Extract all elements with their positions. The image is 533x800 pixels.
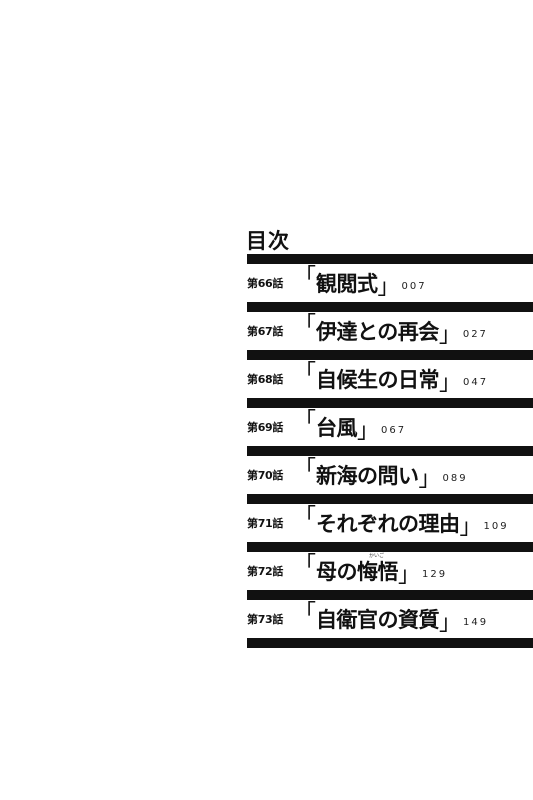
toc-entry[interactable]: 第68話 「 自候生の日常 」 047 (247, 360, 533, 398)
page-number: 007 (401, 280, 427, 292)
open-bracket: 「 (294, 361, 317, 386)
toc-entry[interactable]: 第67話 「 伊達との再会 」 027 (247, 312, 533, 350)
close-bracket: 」 (439, 611, 462, 636)
close-bracket: 」 (357, 419, 380, 444)
close-bracket: 」 (398, 563, 421, 588)
episode-number: 第69話 (247, 421, 284, 434)
open-bracket: 「 (294, 553, 317, 578)
furigana: かいご (369, 553, 385, 559)
episode-title: 伊達との再会 (316, 320, 439, 344)
episode-number: 第67話 (247, 325, 284, 338)
page-number: 089 (442, 472, 468, 484)
close-bracket: 」 (377, 275, 400, 300)
episode-title: 観閲式 (316, 272, 378, 296)
open-bracket: 「 (294, 457, 317, 482)
toc-entry[interactable]: 第71話 「 それぞれの理由 」 109 (247, 504, 533, 542)
toc-entry[interactable]: 第66話 「 観閲式 」 007 (247, 264, 533, 302)
close-bracket: 」 (459, 515, 482, 540)
episode-number: 第70話 (247, 469, 284, 482)
toc-entry[interactable]: 第70話 「 新海の問い 」 089 (247, 456, 533, 494)
divider-bar (247, 638, 533, 648)
toc-entry[interactable]: 第73話 「 自衛官の資質 」 149 (247, 600, 533, 638)
toc-entry[interactable]: 第72話 「 母の悔悟 」 129 かいご (247, 552, 533, 590)
divider-bar (247, 254, 533, 264)
open-bracket: 「 (294, 505, 317, 530)
table-of-contents: 目次 第66話 「 観閲式 」 007 第67話 「 伊達との再会 」 027 … (246, 228, 533, 648)
episode-title: 自候生の日常 (316, 368, 440, 392)
page-number: 109 (483, 520, 509, 532)
divider-bar (247, 494, 533, 504)
toc-title: 目次 (246, 229, 290, 253)
divider-bar (247, 542, 533, 552)
close-bracket: 」 (418, 467, 441, 492)
open-bracket: 「 (294, 409, 317, 434)
episode-number: 第73話 (247, 613, 284, 626)
episode-title: 新海の問い (316, 464, 419, 488)
open-bracket: 「 (294, 265, 317, 290)
episode-title: 台風 (316, 416, 358, 440)
episode-title: それぞれの理由 (316, 512, 460, 536)
divider-bar (247, 398, 533, 408)
divider-bar (247, 446, 533, 456)
open-bracket: 「 (294, 313, 317, 338)
page-number: 027 (462, 328, 488, 340)
divider-bar (247, 350, 533, 360)
episode-title: 自衛官の資質 (316, 608, 440, 632)
page-number: 129 (422, 568, 448, 580)
open-bracket: 「 (294, 601, 317, 626)
episode-number: 第72話 (247, 565, 284, 578)
episode-number: 第71話 (247, 517, 284, 530)
page-number: 067 (381, 424, 407, 436)
page-number: 149 (463, 616, 489, 628)
divider-bar (247, 590, 533, 600)
episode-number: 第68話 (247, 373, 284, 386)
episode-number: 第66話 (247, 277, 284, 290)
close-bracket: 」 (438, 323, 461, 348)
close-bracket: 」 (439, 371, 462, 396)
episode-title: 母の悔悟 (316, 560, 399, 584)
toc-entry[interactable]: 第69話 「 台風 」 067 (247, 408, 533, 446)
divider-bar (247, 302, 533, 312)
page-number: 047 (463, 376, 489, 388)
